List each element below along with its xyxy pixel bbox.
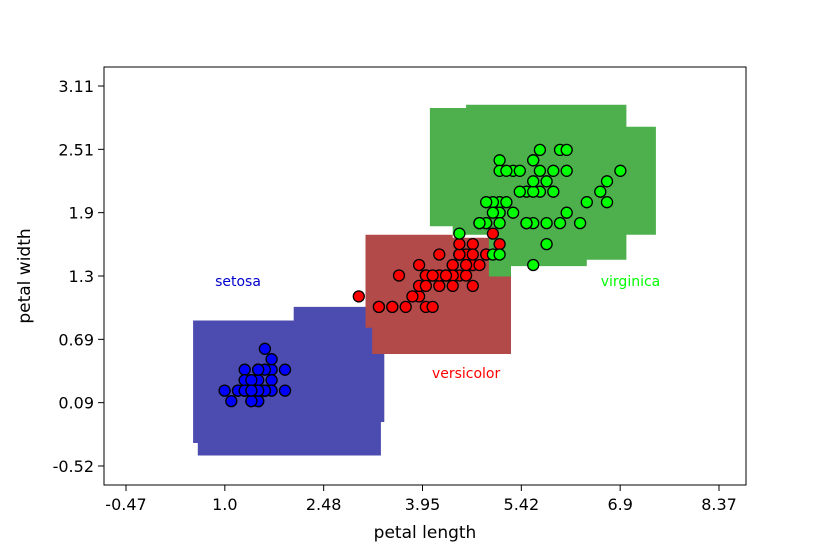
x-tick-label: 5.42 — [504, 495, 540, 514]
point-virginica — [480, 196, 493, 209]
x-axis-ticks: -0.47 1.0 2.48 3.95 5.42 6.9 8.37 — [105, 485, 737, 514]
annotation-versicolor: versicolor — [432, 366, 501, 382]
y-tick-label: -0.52 — [53, 457, 94, 476]
annotation-virginica: virginica — [601, 274, 661, 290]
point-versicolor — [412, 258, 426, 272]
point-setosa — [238, 363, 251, 376]
point-virginica — [520, 216, 533, 230]
point-setosa — [278, 363, 292, 376]
point-virginica — [560, 206, 573, 219]
point-virginica — [500, 196, 513, 209]
point-virginica — [533, 164, 547, 177]
point-virginica — [573, 216, 587, 230]
point-virginica — [493, 216, 506, 230]
y-tick-label: 0.09 — [58, 394, 94, 413]
point-virginica — [527, 154, 540, 167]
point-virginica — [594, 185, 607, 198]
point-virginica — [600, 175, 614, 188]
point-versicolor — [426, 269, 439, 282]
x-axis-label: petal length — [374, 523, 477, 543]
point-virginica — [527, 258, 540, 272]
point-virginica — [614, 164, 627, 177]
x-tick-label: 2.48 — [306, 495, 342, 514]
point-versicolor — [466, 237, 479, 251]
class-annotations: setosa versicolor virginica — [215, 274, 660, 382]
point-setosa — [265, 374, 278, 387]
point-virginica — [600, 196, 614, 209]
point-virginica — [513, 164, 526, 177]
point-setosa — [245, 394, 258, 408]
point-virginica — [513, 185, 526, 198]
point-versicolor — [426, 300, 439, 314]
point-virginica — [553, 216, 567, 230]
point-virginica — [486, 206, 500, 219]
point-versicolor — [439, 269, 453, 282]
point-versicolor — [446, 279, 459, 293]
point-virginica — [500, 164, 513, 177]
point-setosa — [265, 353, 278, 366]
point-versicolor — [392, 269, 406, 282]
point-setosa — [278, 384, 292, 397]
annotation-setosa: setosa — [215, 274, 261, 290]
point-virginica — [580, 196, 593, 209]
point-virginica — [560, 143, 573, 157]
point-virginica — [473, 216, 486, 230]
point-versicolor — [352, 290, 365, 303]
point-setosa — [252, 363, 265, 376]
point-versicolor — [433, 279, 446, 293]
point-versicolor — [446, 258, 459, 272]
x-tick-label: 6.9 — [607, 495, 632, 514]
point-virginica — [453, 227, 466, 240]
y-axis-ticks: -0.52 0.09 0.69 1.3 1.9 2.51 3.11 — [53, 77, 104, 476]
point-versicolor — [372, 300, 386, 314]
point-versicolor — [386, 300, 399, 314]
region-setosa — [193, 306, 385, 456]
point-setosa — [218, 384, 231, 397]
y-tick-label: 1.9 — [69, 204, 94, 223]
point-setosa — [258, 342, 272, 355]
data-points — [218, 143, 627, 408]
point-versicolor — [486, 227, 500, 240]
point-virginica — [540, 237, 553, 251]
point-virginica — [547, 164, 560, 177]
y-axis-label: petal width — [15, 228, 35, 323]
point-versicolor — [406, 290, 419, 303]
x-tick-label: 1.0 — [212, 495, 237, 514]
point-setosa — [245, 374, 258, 387]
point-setosa — [225, 394, 238, 408]
point-versicolor — [466, 248, 479, 261]
point-versicolor — [453, 248, 466, 261]
point-virginica — [540, 175, 553, 188]
point-versicolor — [459, 269, 473, 282]
point-virginica — [506, 206, 520, 219]
point-versicolor — [473, 258, 486, 272]
point-versicolor — [459, 258, 473, 272]
x-tick-label: -0.47 — [105, 495, 146, 514]
point-virginica — [540, 216, 553, 230]
point-setosa — [245, 384, 258, 397]
point-virginica — [493, 248, 506, 261]
point-versicolor — [433, 248, 446, 261]
y-tick-label: 0.69 — [58, 330, 94, 349]
x-tick-label: 8.37 — [701, 495, 737, 514]
point-versicolor — [493, 237, 506, 251]
y-tick-label: 3.11 — [58, 77, 94, 96]
point-versicolor — [399, 300, 412, 314]
point-virginica — [533, 143, 547, 157]
point-virginica — [527, 175, 540, 188]
y-tick-label: 1.3 — [69, 267, 94, 286]
point-virginica — [560, 164, 573, 177]
point-versicolor — [453, 237, 466, 251]
point-versicolor — [466, 279, 479, 293]
point-versicolor — [419, 279, 433, 293]
y-tick-label: 2.51 — [58, 140, 94, 159]
x-tick-label: 3.95 — [405, 495, 441, 514]
point-virginica — [493, 154, 506, 167]
point-virginica — [527, 185, 540, 198]
point-virginica — [547, 185, 560, 198]
